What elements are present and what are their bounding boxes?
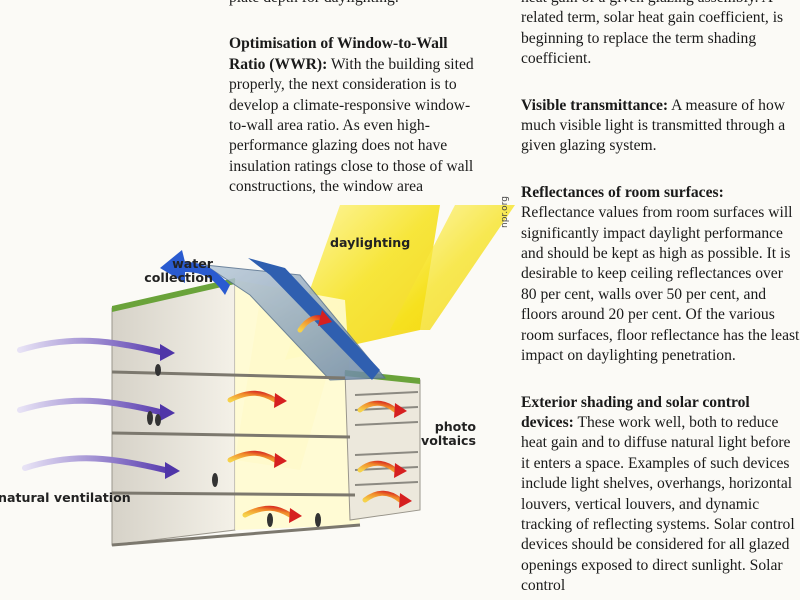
body-reflectances: Reflectance values from room surfaces wi… [521, 204, 800, 365]
ventilation-arrows [17, 337, 168, 473]
sun-beam-right [390, 205, 515, 330]
people-silhouettes [147, 364, 321, 527]
label-water-collection: water collection [144, 256, 213, 285]
label-daylighting: daylighting [330, 235, 411, 250]
paragraph-exterior-shading: Exterior shading and solar control devic… [521, 393, 800, 597]
label-natural-ventilation: natural ventilation [0, 490, 131, 505]
heading-wwr: Optimisation of Window-to-Wall Ratio (WW… [229, 35, 448, 73]
green-roof-left [112, 278, 235, 312]
body-wwr: With the building sited properly, the ne… [229, 55, 474, 196]
paragraph-reflectances: Reflectances of room surfaces: Reflectan… [521, 183, 800, 367]
floor-slabs [111, 370, 361, 547]
image-credit: npr.org [500, 196, 510, 228]
paragraph-visible-transmittance: Visible transmittance: A measure of how … [521, 96, 800, 157]
building-diagram [17, 205, 515, 547]
text-column-right: heat gain of a given glazing assembly. A… [521, 0, 800, 597]
heading-exterior-shading: Exterior shading and solar control devic… [521, 393, 750, 431]
stack-arrowheads [274, 310, 412, 523]
text-column-middle: plate depth for daylighting. Optimisatio… [229, 0, 479, 198]
paragraph-fragment: plate depth for daylighting. [229, 0, 479, 8]
paragraph-wwr: Optimisation of Window-to-Wall Ratio (WW… [229, 34, 479, 197]
heading-reflectances: Reflectances of room surfaces: [521, 183, 724, 201]
heading-visible-transmittance: Visible transmittance: [521, 96, 669, 114]
louvers [354, 391, 419, 486]
ventilation-arrowheads [160, 344, 180, 479]
body-exterior-shading: These work well, both to reduce heat gai… [521, 413, 795, 595]
water-collection-arrow [160, 250, 230, 295]
body-visible-transmittance: A measure of how much visible light is t… [521, 96, 786, 155]
label-photovoltaics: photo voltaics [421, 419, 476, 448]
paragraph-fragment-right: heat gain of a given glazing assembly. A… [521, 0, 784, 68]
